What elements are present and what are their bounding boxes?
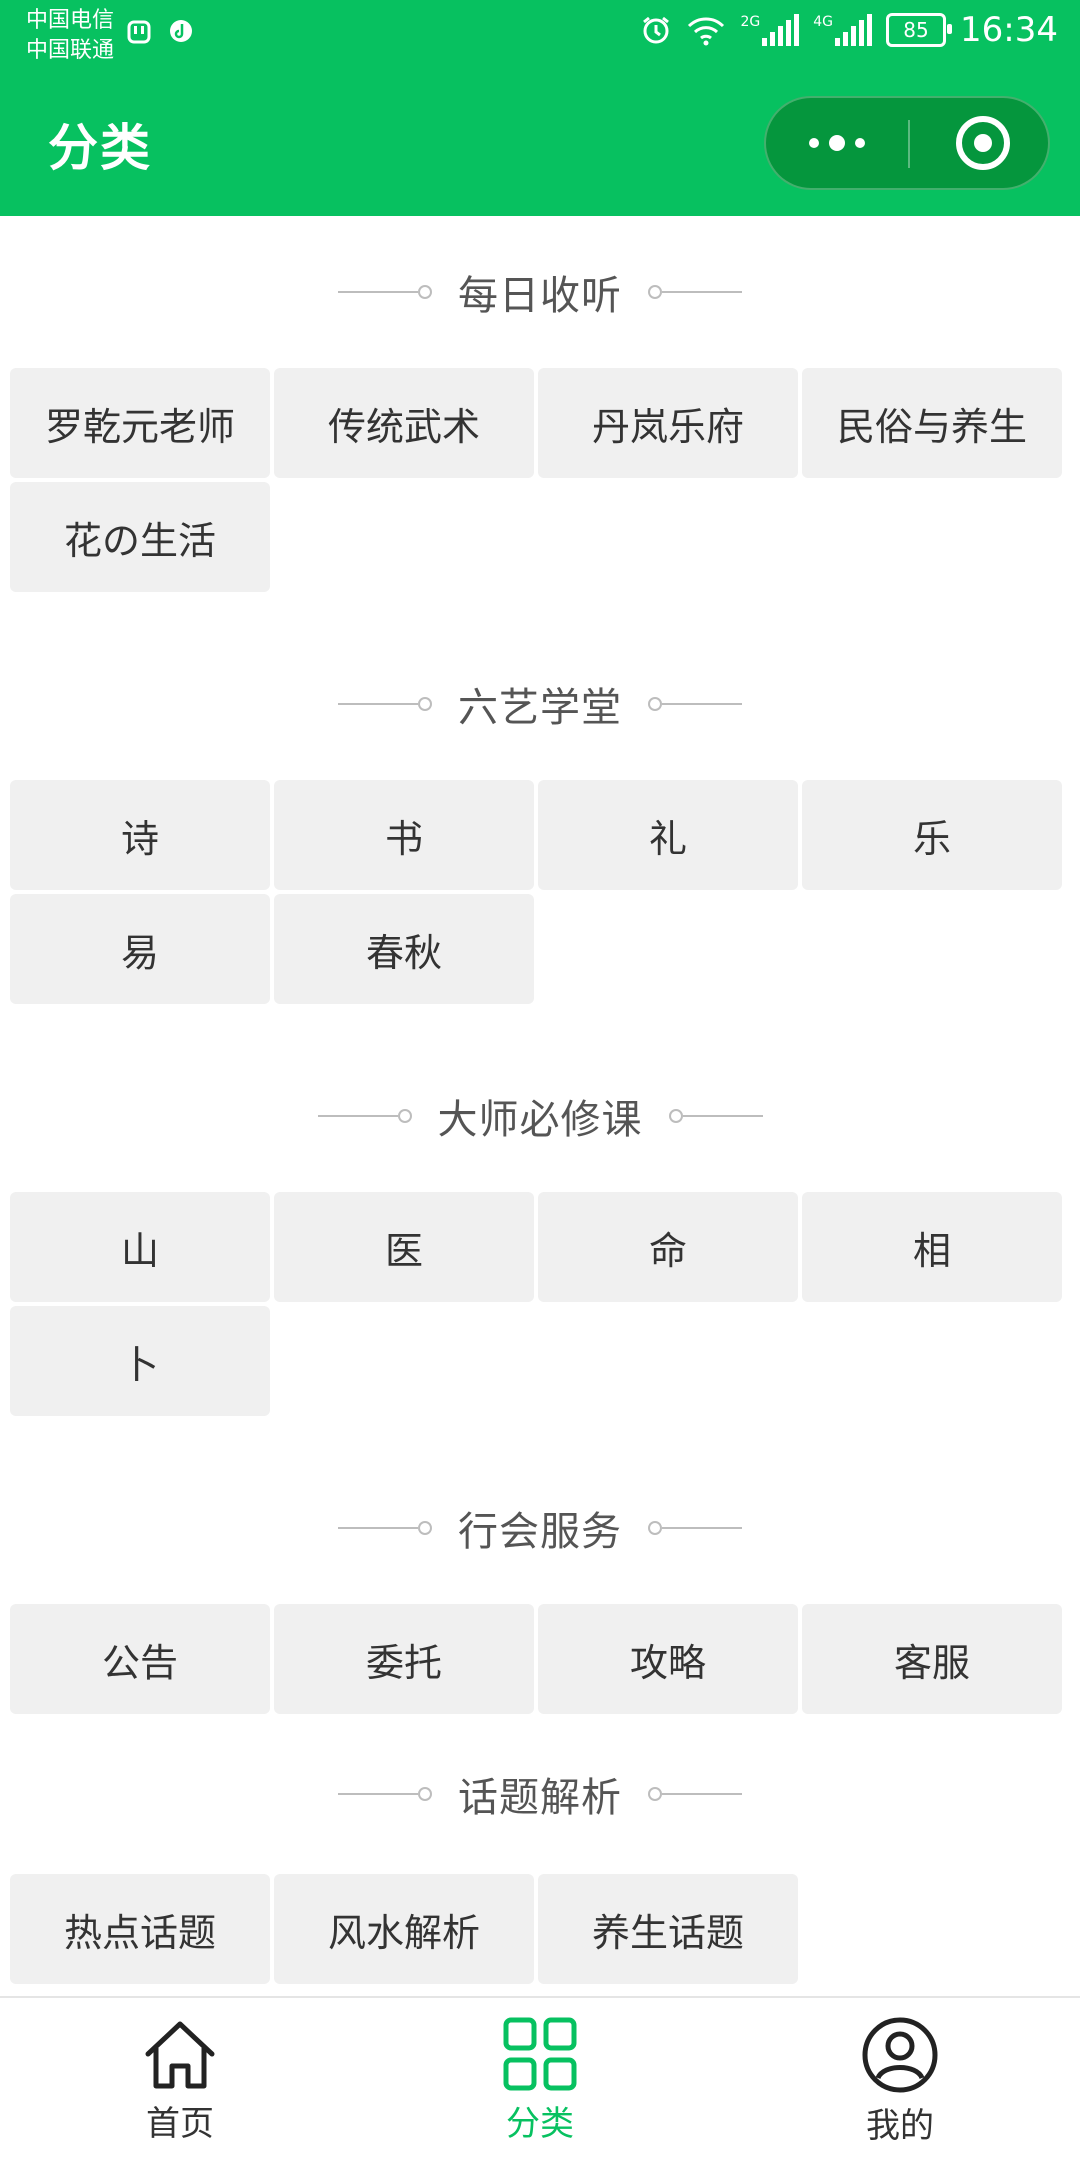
category-tag[interactable]: 委托 bbox=[274, 1604, 534, 1714]
title-decoration-right bbox=[648, 697, 742, 711]
category-tag[interactable]: 传统武术 bbox=[274, 368, 534, 478]
section-header: 大师必修课 bbox=[0, 1040, 1080, 1192]
title-decoration-left bbox=[338, 1521, 432, 1535]
battery-icon: 85 bbox=[886, 13, 953, 47]
tab-profile[interactable]: 我的 bbox=[720, 1998, 1080, 2162]
section-title: 话题解析 bbox=[458, 1775, 622, 1821]
carrier-2: 中国联通 bbox=[26, 38, 115, 63]
status-bar: 中国电信 中国联通 bbox=[0, 0, 1080, 74]
miniprogram-capsule bbox=[764, 96, 1050, 190]
title-decoration-left bbox=[317, 1109, 412, 1123]
android-notification-icon bbox=[127, 20, 151, 44]
tag-grid: 山 医 命 相 卜 bbox=[0, 1192, 1080, 1416]
top-bar: 中国电信 中国联通 bbox=[0, 0, 1080, 216]
tab-label: 分类 bbox=[506, 2104, 574, 2144]
grid-icon bbox=[503, 2017, 577, 2091]
section-header: 话题解析 bbox=[0, 1714, 1080, 1874]
category-tag[interactable]: 丹岚乐府 bbox=[538, 368, 798, 478]
category-tag[interactable]: 热点话题 bbox=[10, 1874, 270, 1984]
bottom-tab-bar: 首页 分类 我的 bbox=[0, 1996, 1080, 2162]
more-button[interactable] bbox=[766, 98, 908, 188]
signal-2-label: 4G bbox=[813, 14, 834, 30]
alarm-icon bbox=[643, 16, 670, 44]
category-tag[interactable]: 易 bbox=[10, 894, 270, 1004]
target-icon bbox=[974, 134, 992, 152]
category-tag[interactable]: 诗 bbox=[10, 780, 270, 890]
tiktok-notification-icon bbox=[170, 20, 192, 42]
signal-1-label: 2G bbox=[740, 14, 761, 30]
category-tag[interactable]: 乐 bbox=[802, 780, 1062, 890]
category-tag[interactable]: 医 bbox=[274, 1192, 534, 1302]
title-decoration-left bbox=[338, 1787, 432, 1801]
category-tag[interactable]: 罗乾元老师 bbox=[10, 368, 270, 478]
close-miniprogram-button[interactable] bbox=[956, 116, 1010, 170]
section-header: 六艺学堂 bbox=[0, 628, 1080, 780]
title-decoration-right bbox=[648, 1521, 742, 1535]
tab-label: 首页 bbox=[146, 2104, 214, 2144]
section-six-arts: 六艺学堂 诗 书 礼 乐 易 春秋 bbox=[0, 628, 1080, 1040]
section-header: 行会服务 bbox=[0, 1452, 1080, 1604]
battery-level: 85 bbox=[903, 18, 929, 42]
category-tag[interactable]: 攻略 bbox=[538, 1604, 798, 1714]
tag-grid: 公告 委托 攻略 客服 bbox=[0, 1604, 1080, 1714]
section-header: 每日收听 bbox=[0, 216, 1080, 368]
section-daily-listening: 每日收听 罗乾元老师 传统武术 丹岚乐府 民俗与养生 花の生活 bbox=[0, 216, 1080, 628]
section-title: 大师必修课 bbox=[437, 1097, 643, 1143]
signal-2-bars-icon bbox=[835, 14, 873, 46]
carrier-1: 中国电信 bbox=[26, 8, 115, 33]
title-decoration-right bbox=[648, 285, 742, 299]
notification-icons bbox=[124, 16, 194, 46]
category-tag[interactable]: 风水解析 bbox=[274, 1874, 534, 1984]
title-decoration-left bbox=[338, 697, 432, 711]
category-tag[interactable]: 山 bbox=[10, 1192, 270, 1302]
tab-label: 我的 bbox=[866, 2106, 934, 2146]
wifi-icon bbox=[688, 17, 725, 46]
clock: 16:34 bbox=[960, 10, 1058, 50]
tag-grid: 热点话题 风水解析 养生话题 bbox=[0, 1874, 1080, 1984]
home-icon bbox=[145, 2021, 215, 2089]
title-decoration-right bbox=[648, 1787, 742, 1801]
tag-grid: 罗乾元老师 传统武术 丹岚乐府 民俗与养生 花の生活 bbox=[0, 368, 1080, 592]
user-icon bbox=[862, 2017, 938, 2093]
section-topic-analysis: 话题解析 热点话题 风水解析 养生话题 bbox=[0, 1714, 1080, 1984]
category-tag[interactable]: 花の生活 bbox=[10, 482, 270, 592]
category-tag[interactable]: 客服 bbox=[802, 1604, 1062, 1714]
category-tag[interactable]: 相 bbox=[802, 1192, 1062, 1302]
tab-category[interactable]: 分类 bbox=[360, 1998, 720, 2162]
more-dot-icon bbox=[829, 135, 845, 151]
more-dot-icon bbox=[809, 138, 819, 148]
signal-2: 4G bbox=[813, 14, 873, 46]
carrier-info: 中国电信 中国联通 bbox=[26, 6, 114, 66]
category-tag[interactable]: 春秋 bbox=[274, 894, 534, 1004]
tab-home[interactable]: 首页 bbox=[0, 1998, 360, 2162]
title-decoration-right bbox=[668, 1109, 763, 1123]
section-title: 每日收听 bbox=[458, 273, 622, 319]
category-tag[interactable]: 养生话题 bbox=[538, 1874, 798, 1984]
section-title: 六艺学堂 bbox=[458, 685, 622, 731]
category-tag[interactable]: 民俗与养生 bbox=[802, 368, 1062, 478]
more-dot-icon bbox=[855, 138, 865, 148]
status-right: 2G 4G 85 16:34 bbox=[640, 10, 1058, 50]
title-decoration-left bbox=[338, 285, 432, 299]
capsule-divider bbox=[908, 120, 910, 168]
tag-grid: 诗 书 礼 乐 易 春秋 bbox=[0, 780, 1080, 1004]
category-tag[interactable]: 命 bbox=[538, 1192, 798, 1302]
page-title: 分类 bbox=[48, 119, 152, 177]
category-tag[interactable]: 书 bbox=[274, 780, 534, 890]
signal-1-bars-icon bbox=[762, 14, 800, 46]
category-content[interactable]: 每日收听 罗乾元老师 传统武术 丹岚乐府 民俗与养生 花の生活 六艺学堂 诗 书 bbox=[0, 216, 1080, 1996]
section-guild-services: 行会服务 公告 委托 攻略 客服 bbox=[0, 1452, 1080, 1714]
section-master-courses: 大师必修课 山 医 命 相 卜 bbox=[0, 1040, 1080, 1452]
category-tag[interactable]: 卜 bbox=[10, 1306, 270, 1416]
section-title: 行会服务 bbox=[458, 1509, 622, 1555]
signal-1: 2G bbox=[740, 14, 800, 46]
category-tag[interactable]: 礼 bbox=[538, 780, 798, 890]
category-tag[interactable]: 公告 bbox=[10, 1604, 270, 1714]
